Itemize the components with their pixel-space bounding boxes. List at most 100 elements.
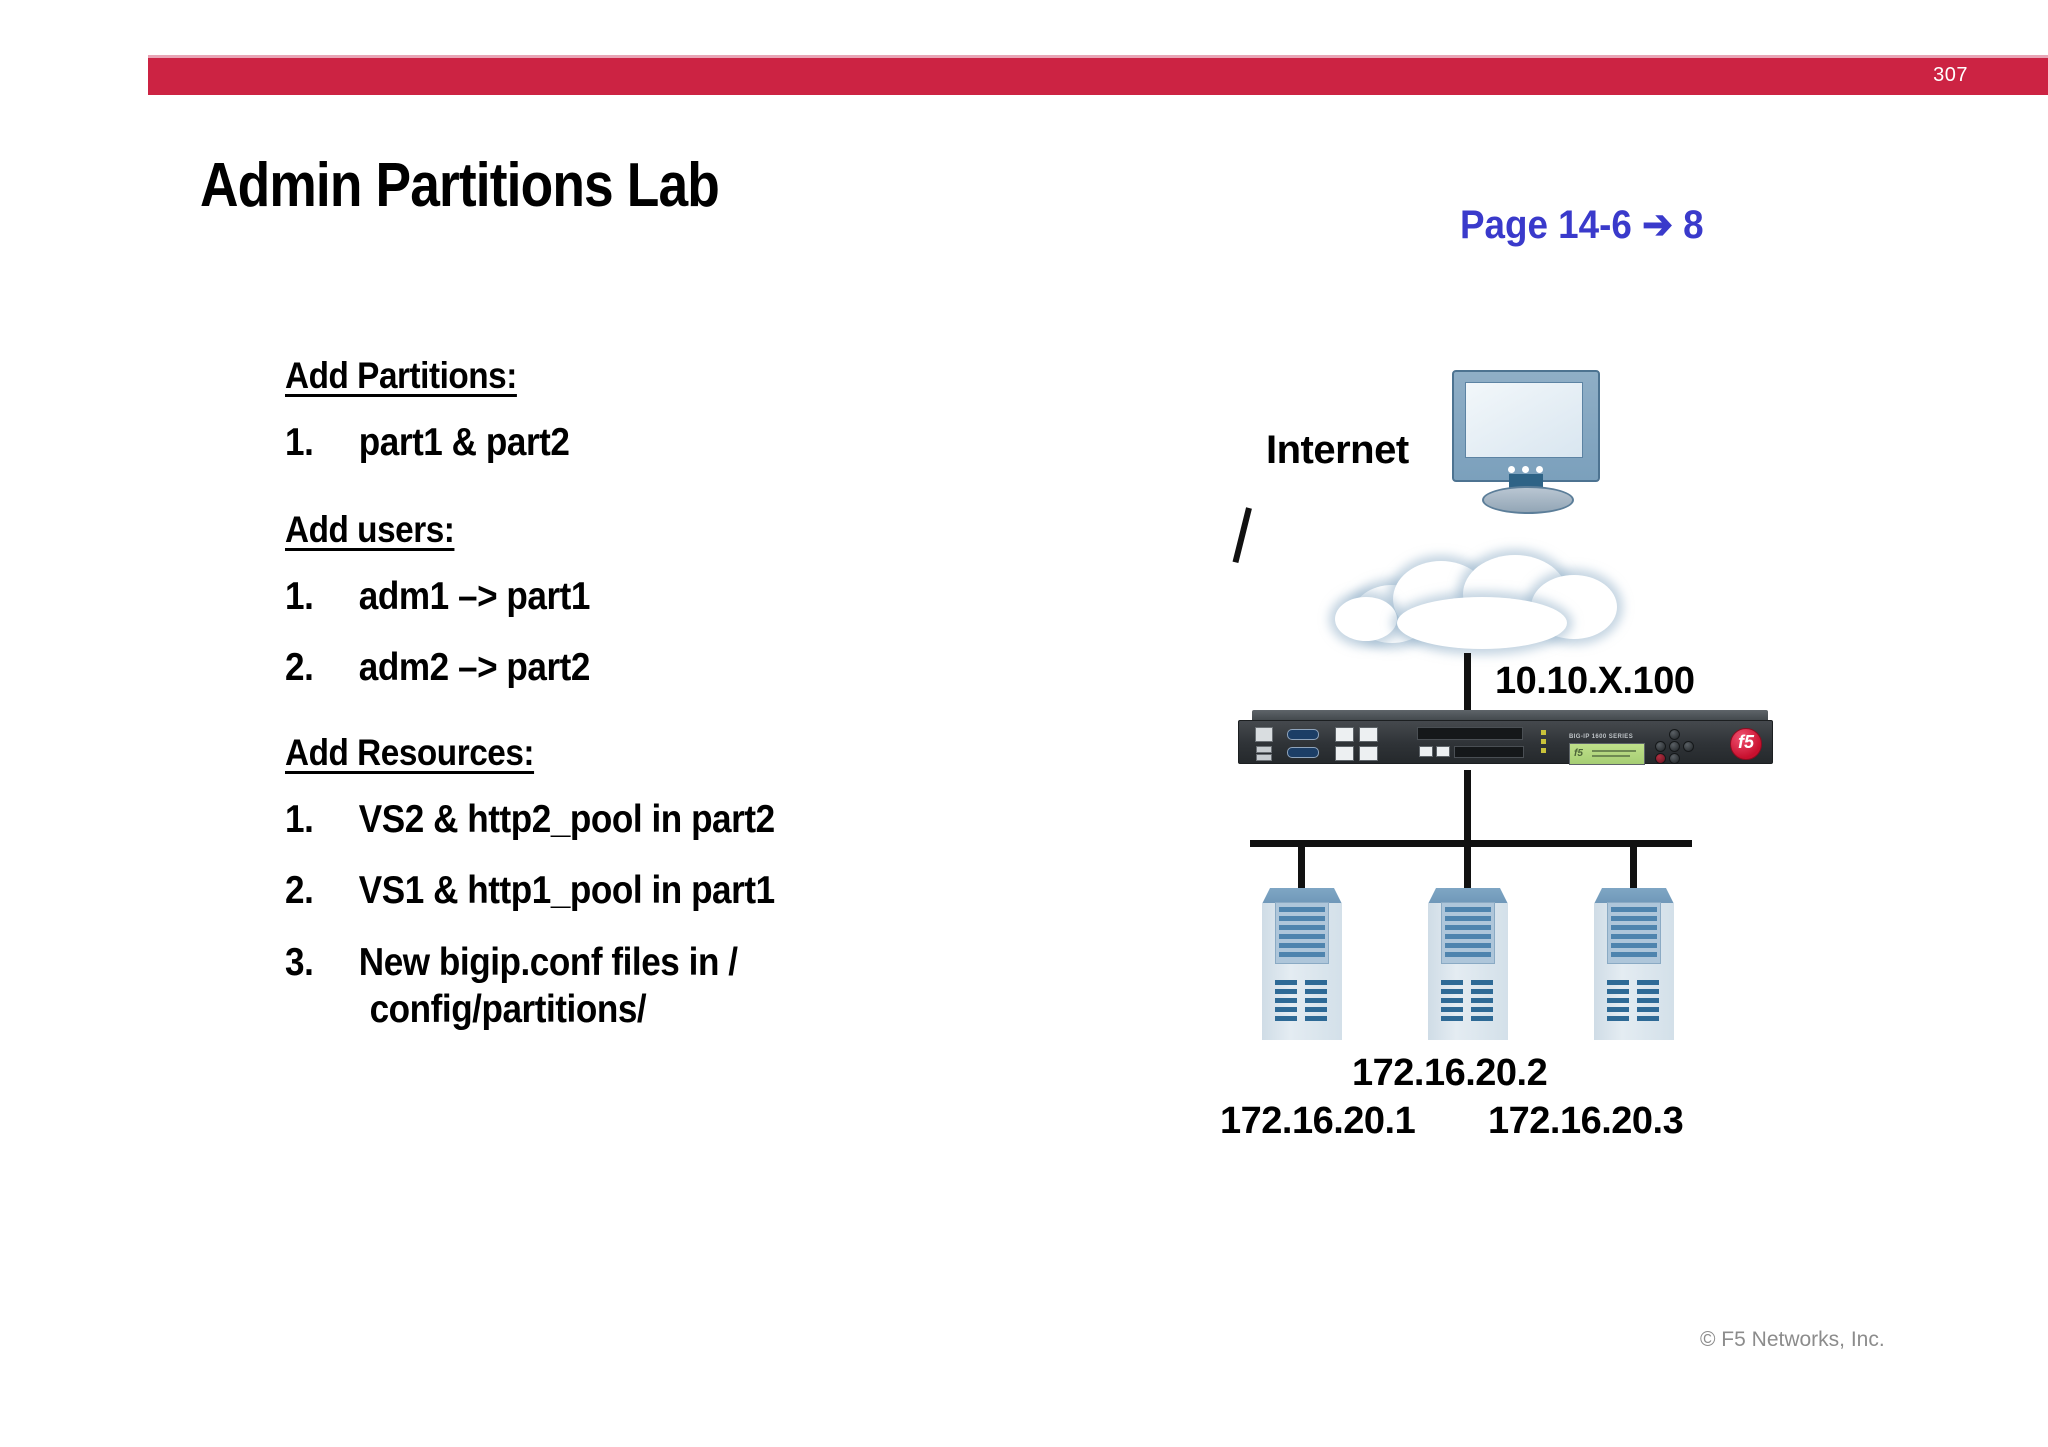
header-red-bar: 307 <box>148 55 2048 95</box>
bay-slot <box>1279 943 1325 948</box>
bay-slot <box>1445 952 1491 957</box>
grid-cell <box>1471 989 1493 994</box>
dpad-cancel-button[interactable] <box>1655 753 1666 764</box>
dpad-down-button[interactable] <box>1669 753 1680 764</box>
network-port-icon <box>1335 727 1354 742</box>
grid-cell <box>1637 1007 1659 1012</box>
list-item: 3. New bigip.conf files in / config/part… <box>285 939 933 1034</box>
list-item-label: part1 & part2 <box>358 421 570 464</box>
grid-cell <box>1441 998 1463 1003</box>
bay-slot <box>1279 952 1325 957</box>
grid-cell <box>1275 998 1297 1003</box>
content-list: Add Partitions: 1. part1 & part2 Add use… <box>285 355 1005 1058</box>
list-marker: 2. <box>285 646 314 690</box>
grid-cell <box>1305 980 1327 985</box>
server-top <box>1594 888 1674 904</box>
appliance-front-panel: BIG-IP 1600 SERIES f5 f5 <box>1238 720 1773 765</box>
server-ip-label-3: 172.16.20.3 <box>1488 1100 1684 1142</box>
list-item-label: VS2 & http2_pool in part2 <box>358 797 775 841</box>
page-reference-target: 8 <box>1683 203 1704 247</box>
page-number: 307 <box>1933 64 1968 86</box>
server-icon-2 <box>1428 888 1508 1040</box>
bay-slot <box>1445 943 1491 948</box>
bay-slot <box>1445 907 1491 912</box>
server-drive-bay <box>1607 902 1661 964</box>
grid-cell <box>1305 989 1327 994</box>
network-port-icon <box>1359 727 1378 742</box>
dpad-center-button[interactable] <box>1669 741 1680 752</box>
grid-cell <box>1275 1016 1297 1021</box>
list-item-label: adm2 –> part2 <box>358 646 591 690</box>
bay-slot <box>1445 925 1491 930</box>
grid-cell <box>1305 998 1327 1003</box>
grid-cell <box>1275 1007 1297 1012</box>
list-item-label: New bigip.conf files in / <box>358 940 738 984</box>
grid-cell <box>1305 1007 1327 1012</box>
bigip-appliance-icon: BIG-IP 1600 SERIES f5 f5 <box>1238 710 1773 772</box>
internet-cloud-icon <box>1335 545 1635 655</box>
list-marker: 3. <box>285 940 314 984</box>
bay-slot <box>1279 934 1325 939</box>
list-marker: 1. <box>285 797 314 841</box>
grid-cell <box>1607 1016 1629 1021</box>
grid-cell <box>1607 980 1629 985</box>
bay-slot <box>1279 925 1325 930</box>
list-marker: 2. <box>285 869 314 913</box>
section-heading-add-resources: Add Resources: <box>285 731 535 773</box>
server-top <box>1262 888 1342 904</box>
usb-port-icon <box>1256 754 1272 761</box>
bay-slot <box>1445 934 1491 939</box>
server-icon-1 <box>1262 888 1342 1040</box>
list-item-label-continued: config/partitions/ <box>369 988 647 1032</box>
list-marker: 1. <box>285 421 314 464</box>
grid-cell <box>1305 1016 1327 1021</box>
grid-cell <box>1441 989 1463 994</box>
list-item: 1. adm1 –> part1 <box>285 573 933 621</box>
grid-cell <box>1471 998 1493 1003</box>
grid-cell <box>1441 1016 1463 1021</box>
grid-cell <box>1275 980 1297 985</box>
grid-cell <box>1441 1007 1463 1012</box>
lcd-text-line <box>1592 750 1636 752</box>
copyright-footer: © F5 Networks, Inc. <box>1700 1328 1885 1351</box>
section-heading-add-partitions: Add Partitions: <box>285 355 517 396</box>
bay-slot <box>1611 916 1657 921</box>
grid-cell <box>1637 1016 1659 1021</box>
link-bus-to-server-3 <box>1630 844 1637 892</box>
section-heading-add-users: Add users: <box>285 508 455 550</box>
list-item: 2. VS1 & http1_pool in part1 <box>285 867 933 915</box>
grid-cell <box>1441 980 1463 985</box>
appliance-chassis-top <box>1252 710 1768 722</box>
serial-port-icon <box>1287 747 1319 758</box>
arrow-right-icon: ➔ <box>1642 203 1673 247</box>
dpad-right-button[interactable] <box>1683 741 1694 752</box>
server-drive-bay <box>1441 902 1495 964</box>
dpad-left-button[interactable] <box>1655 741 1666 752</box>
lcd-f5-mark: f5 <box>1574 748 1583 759</box>
list-marker: 1. <box>285 574 314 618</box>
link-appliance-to-bus <box>1464 770 1471 842</box>
grid-cell <box>1607 1007 1629 1012</box>
grid-cell <box>1637 980 1659 985</box>
dpad-up-button[interactable] <box>1669 729 1680 740</box>
grid-cell <box>1607 998 1629 1003</box>
bay-slot <box>1611 907 1657 912</box>
f5-logo-text: f5 <box>1737 732 1754 752</box>
grid-cell <box>1471 980 1493 985</box>
appliance-model-label: BIG-IP 1600 SERIES <box>1569 734 1634 740</box>
cloud-puff <box>1335 597 1397 641</box>
grid-cell <box>1275 989 1297 994</box>
page-reference-text: Page 14-6 <box>1460 203 1632 247</box>
vent-grille <box>1417 727 1523 740</box>
sfp-port-icon <box>1436 746 1450 757</box>
f5-logo-icon: f5 <box>1730 728 1762 760</box>
bay-slot <box>1445 916 1491 921</box>
sfp-port-icon <box>1419 746 1433 757</box>
grid-cell <box>1637 998 1659 1003</box>
server-ip-label-1: 172.16.20.1 <box>1220 1100 1416 1142</box>
link-cloud-to-appliance <box>1464 653 1471 711</box>
list-item: 2. adm2 –> part2 <box>285 644 933 692</box>
appliance-lcd-screen: f5 <box>1569 743 1645 765</box>
page-reference: Page 14-6 ➔ 8 <box>1460 202 1704 248</box>
grid-cell <box>1637 989 1659 994</box>
